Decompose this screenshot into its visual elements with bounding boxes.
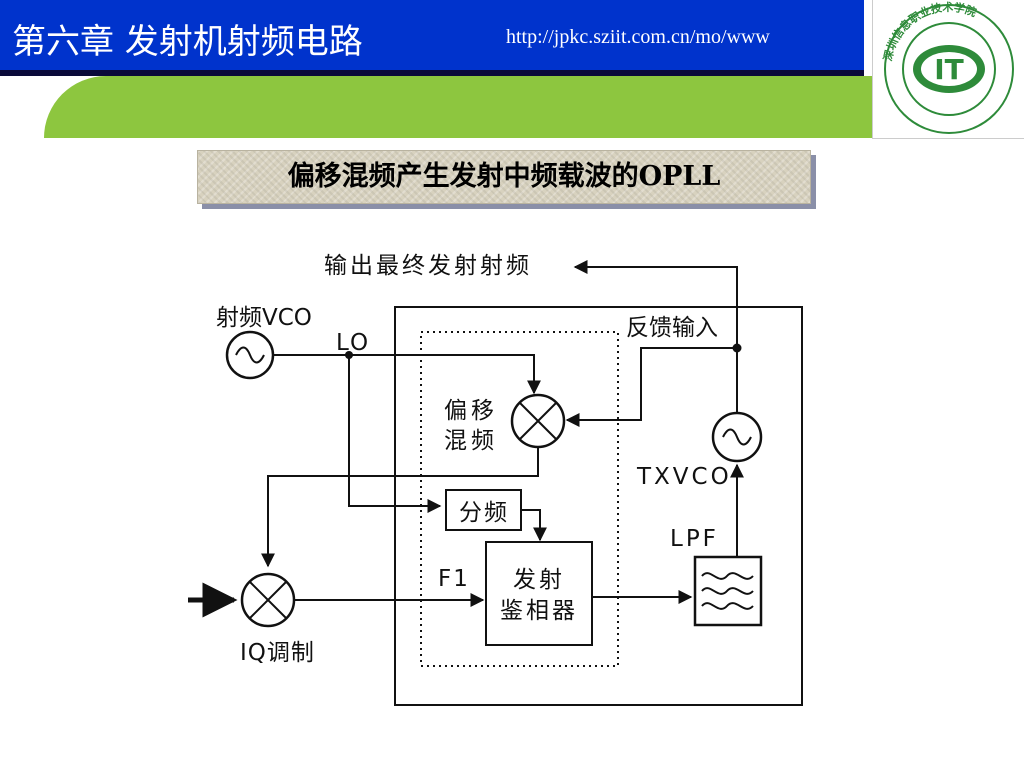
mixer-cross-icon (519, 402, 557, 440)
lo-label: LO (336, 330, 370, 356)
offset-mixer-label-1: 偏移 (444, 398, 498, 424)
mixer-to-iq-line (261, 447, 539, 568)
pd-label-1: 发射 (513, 567, 565, 593)
divider-label: 分频 (459, 500, 509, 526)
lpf-filter-icon (701, 572, 754, 610)
f1-label: F1 (438, 566, 470, 592)
school-logo-emblem: 深圳信息职业技术学院 IT (880, 0, 1014, 134)
school-logo: 深圳信息职业技术学院 IT (872, 0, 1024, 139)
mixer-cross-icon (249, 581, 287, 619)
logo-emblem-text: IT (934, 53, 964, 86)
sine-wave-icon (235, 346, 265, 364)
lpf-block (693, 555, 763, 627)
txvco-label: TXVCO (636, 464, 732, 490)
lpf-label: LPF (670, 526, 719, 552)
divider-to-pd-line (521, 509, 547, 542)
chapter-title: 第六章 发射机射频电路 (12, 22, 363, 62)
output-label: 输出最终发射射频 (324, 253, 532, 279)
lo-line (273, 354, 541, 395)
header-bar: 第六章 发射机射频电路 http://jpkc.sziit.com.cn/mo/… (0, 0, 864, 76)
rf-vco-label: 射频VCO (216, 305, 312, 331)
feedback-label: 反馈输入 (626, 315, 718, 341)
pd-label-2: 鉴相器 (500, 598, 578, 624)
feedback-line (565, 347, 737, 427)
slide-subtitle: 偏移混频产生发射中频载波的OPLL (287, 161, 721, 192)
ic-dotted-box (420, 331, 619, 667)
subtitle-box: 偏移混频产生发射中频载波的OPLL (197, 150, 811, 204)
iq-label: IQ调制 (240, 640, 315, 666)
offset-mixer-label-2: 混频 (444, 428, 498, 454)
sine-wave-icon (722, 428, 752, 446)
header-url[interactable]: http://jpkc.sziit.com.cn/mo/www (506, 26, 770, 48)
divider-block (445, 489, 522, 531)
output-arrow (573, 260, 738, 348)
phase-detector-block (485, 541, 593, 646)
lo-to-divider-line (348, 355, 442, 513)
decorative-green-band (44, 76, 874, 138)
